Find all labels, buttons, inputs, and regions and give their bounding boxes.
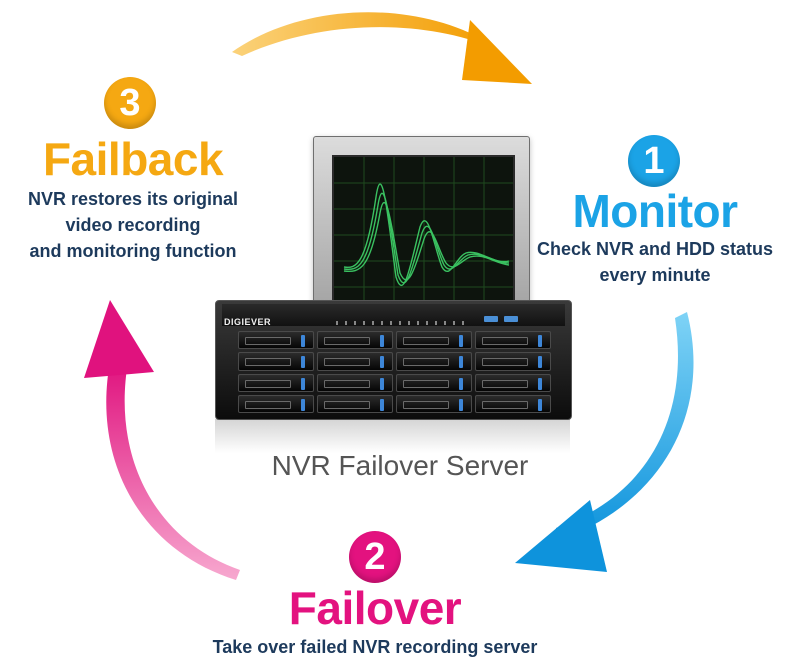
drive-bay — [238, 331, 314, 350]
step-1-description-line: every minute — [599, 265, 711, 285]
drive-bay — [396, 331, 472, 350]
server-reflection — [215, 419, 570, 453]
step-1-title: Monitor — [572, 185, 738, 237]
waveform-screen — [332, 155, 515, 315]
usb-port-icon — [504, 316, 518, 322]
drive-bay — [238, 394, 314, 413]
step-3-description-line: and monitoring function — [29, 241, 237, 261]
monitor-display — [313, 136, 530, 330]
server-caption: NVR Failover Server — [271, 450, 529, 481]
step-1-description: Check NVR and HDD status every minute — [520, 236, 790, 288]
waveform-graphic — [334, 157, 513, 313]
status-leds — [336, 321, 466, 325]
drive-bays — [238, 331, 551, 413]
drive-bay — [317, 331, 393, 350]
drive-bay — [475, 394, 551, 413]
drive-bay — [238, 373, 314, 392]
step-2-description-line: Take over failed NVR recording server — [212, 637, 538, 657]
step-1-description-line: Check NVR and HDD status — [536, 239, 774, 259]
step-2-description: Take over failed NVR recording server — [150, 634, 600, 660]
drive-bay — [238, 352, 314, 371]
drive-bay — [396, 373, 472, 392]
drive-bay — [317, 394, 393, 413]
drive-bay — [317, 352, 393, 371]
nvr-server-chassis: DIGIEVER — [215, 300, 572, 420]
step-3-title: Failback — [42, 133, 224, 185]
drive-bay — [475, 331, 551, 350]
drive-bay — [396, 394, 472, 413]
arrow-monitor-to-failover — [515, 312, 694, 572]
drive-bay — [475, 373, 551, 392]
step-2-title: Failover — [288, 582, 462, 634]
step-1-badge: 1 — [628, 135, 680, 187]
arrow-failback-to-monitor — [232, 12, 532, 84]
drive-bay — [475, 352, 551, 371]
step-3-badge: 3 — [104, 77, 156, 129]
server-brand-label: DIGIEVER — [224, 317, 272, 327]
arrow-failover-to-failback — [84, 300, 240, 580]
step-2-badge: 2 — [349, 531, 401, 583]
usb-port-icon — [484, 316, 498, 322]
server-front-panel — [222, 304, 565, 326]
step-3-description-line: video recording — [65, 215, 201, 235]
drive-bay — [396, 352, 472, 371]
drive-bay — [317, 373, 393, 392]
step-3-description: NVR restores its original video recordin… — [8, 186, 258, 264]
step-3-description-line: NVR restores its original — [27, 189, 239, 209]
